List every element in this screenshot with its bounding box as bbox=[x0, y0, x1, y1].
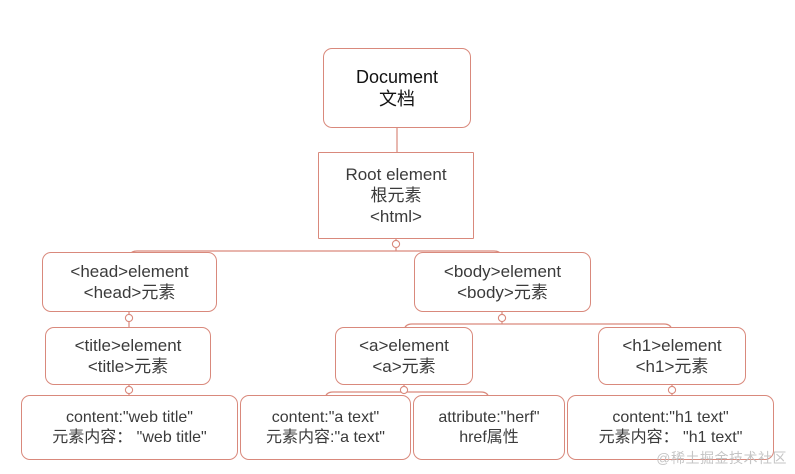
node-root-line-2: 根元素 bbox=[370, 185, 422, 205]
node-root-line-3: <html> bbox=[370, 207, 422, 227]
node-document[interactable]: Document 文档 bbox=[323, 48, 471, 128]
node-h1-content-line-2: 元素内容： "h1 text" bbox=[598, 428, 743, 446]
node-title-content-line-1: content:"web title" bbox=[66, 408, 193, 426]
node-head-line-1: <head>element bbox=[70, 261, 189, 281]
node-root-line-1: Root element bbox=[345, 164, 447, 184]
node-a-attribute-line-1: attribute:"herf" bbox=[438, 408, 540, 426]
node-a-content-line-1: content:"a text" bbox=[271, 408, 380, 426]
edge-marker-a bbox=[399, 385, 409, 395]
node-title-content[interactable]: content:"web title" 元素内容： "web title" bbox=[21, 395, 238, 460]
node-a-line-1: <a>element bbox=[359, 335, 449, 355]
node-h1-content-line-1: content:"h1 text" bbox=[612, 408, 729, 426]
node-a-attribute-line-2: href属性 bbox=[459, 428, 519, 446]
node-document-line-1: Document bbox=[355, 66, 439, 87]
node-head-line-2: <head>元素 bbox=[83, 283, 176, 302]
node-body-line-1: <body>element bbox=[443, 261, 562, 281]
node-h1-content[interactable]: content:"h1 text" 元素内容： "h1 text" bbox=[567, 395, 774, 460]
watermark: @稀土掘金技术社区 bbox=[656, 450, 787, 466]
edge-marker-title bbox=[124, 385, 134, 395]
edge-marker-root bbox=[391, 239, 401, 249]
node-a-content-line-2: 元素内容:"a text" bbox=[266, 428, 385, 446]
node-root-element[interactable]: Root element 根元素 <html> bbox=[318, 152, 474, 239]
node-title-line-2: <title>元素 bbox=[87, 357, 169, 376]
node-body-line-2: <body>元素 bbox=[457, 283, 548, 302]
node-a-element[interactable]: <a>element <a>元素 bbox=[335, 327, 473, 385]
node-h1-line-2: <h1>元素 bbox=[635, 357, 709, 376]
node-h1-line-1: <h1>element bbox=[622, 335, 722, 355]
node-a-content[interactable]: content:"a text" 元素内容:"a text" bbox=[240, 395, 411, 460]
edge-marker-h1 bbox=[667, 385, 677, 395]
node-body-element[interactable]: <body>element <body>元素 bbox=[414, 252, 591, 312]
node-title-content-line-2: 元素内容： "web title" bbox=[52, 428, 207, 446]
edge-marker-head bbox=[124, 313, 134, 323]
node-title-element[interactable]: <title>element <title>元素 bbox=[45, 327, 211, 385]
node-document-line-2: 文档 bbox=[379, 89, 415, 109]
edge-marker-body bbox=[497, 313, 507, 323]
node-h1-element[interactable]: <h1>element <h1>元素 bbox=[598, 327, 746, 385]
node-title-line-1: <title>element bbox=[74, 335, 182, 355]
node-a-attribute[interactable]: attribute:"herf" href属性 bbox=[413, 395, 565, 460]
node-a-line-2: <a>元素 bbox=[372, 357, 436, 376]
node-head-element[interactable]: <head>element <head>元素 bbox=[42, 252, 217, 312]
